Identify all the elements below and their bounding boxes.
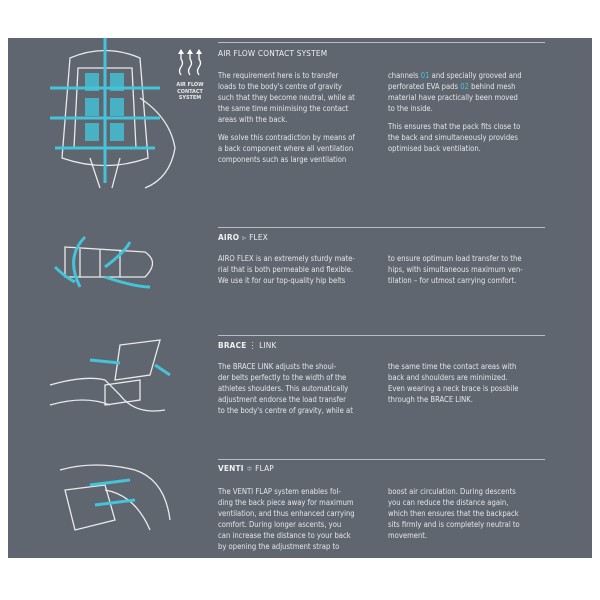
badge-line: AIR FLOW (176, 82, 204, 88)
divider (218, 227, 545, 228)
airflow-arrows-icon (178, 49, 202, 76)
air-flow-text-right: channels 01 and specially grooved and pe… (388, 71, 522, 153)
backpack-airflow-illustration (50, 38, 176, 189)
section-title-airo-flex: AIRO ⫸ FLEX (218, 232, 268, 242)
venti-flap-text-left: The VENTI FLAP system enables fol-ding t… (218, 487, 355, 551)
section-title-venti-flap: VENTI ≑ FLAP (218, 463, 274, 473)
section-title-brace-link: BRACE ⋮ LINK (218, 340, 277, 350)
section-title-air-flow: AIR FLOW CONTACT SYSTEM (218, 48, 328, 58)
brace-link-illustration (49, 339, 171, 412)
venti-flap-illustration (59, 464, 171, 531)
divider (218, 459, 545, 460)
divider (218, 42, 545, 43)
badge-line: CONTACT (177, 88, 203, 95)
brace-link-text-left: The BRACE LINK adjusts the shoul-der bel… (218, 362, 353, 415)
badge-line: SYSTEM (178, 95, 202, 101)
air-flow-contact-system-badge: AIR FLOW CONTACT SYSTEM (170, 82, 210, 102)
hip-belt-illustration (53, 235, 154, 289)
airo-flex-text-left: AIRO FLEX is an extremely sturdy mate-ri… (218, 254, 355, 285)
divider (218, 335, 545, 336)
